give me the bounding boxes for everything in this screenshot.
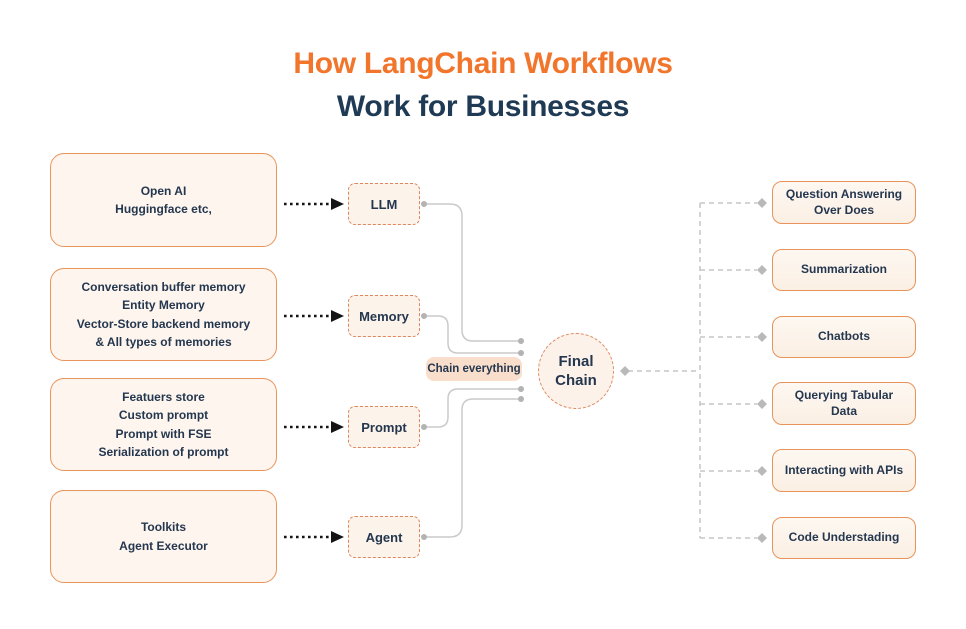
final-chain-text: Final Chain — [555, 353, 597, 389]
source-box-line: Entity Memory — [122, 298, 205, 312]
source-box-prompt: Featuers store Custom prompt Prompt with… — [50, 378, 277, 471]
title-line-navy: Work for Businesses — [336, 90, 630, 123]
final-chain-node: Final Chain — [538, 333, 614, 409]
source-box-line: Open AI — [140, 183, 187, 198]
input-arrows — [284, 202, 330, 539]
usecase-box-question-answering: Question Answering Over Does — [772, 181, 916, 224]
source-box-line: Toolkits — [140, 520, 187, 534]
curve-llm — [424, 203, 521, 342]
input-arrowheads — [331, 198, 344, 543]
source-box-llm: Open AI Huggingface etc, — [50, 153, 277, 247]
chain-everything-text: Chain everything — [427, 363, 521, 375]
usecase-box-interacting-with-apis: Interacting with APIs — [772, 449, 916, 492]
source-box-line: Serialization of prompt — [98, 445, 229, 459]
source-box-line: Agent Executor — [119, 538, 208, 553]
node-prompt: Prompt — [348, 406, 420, 448]
node-agent: Agent — [348, 516, 420, 558]
source-box-line: Featuers store — [122, 389, 205, 404]
source-box-line: Vector-Store backend memory — [76, 316, 251, 331]
usecase-box-summarization: Summarization — [772, 249, 916, 291]
usecase-label: Code Understading — [788, 530, 900, 545]
node-llm: LLM — [348, 183, 420, 225]
chain-everything-label: Chain everything — [426, 357, 522, 381]
usecase-box-chatbots: Chatbots — [772, 316, 916, 358]
source-box-line: Huggingface etc, — [115, 202, 212, 216]
source-box-line: Conversation buffer memory — [81, 279, 246, 294]
node-label: LLM — [370, 196, 398, 212]
title-line-orange: How LangChain Workflows — [293, 47, 673, 80]
source-box-agent: Toolkits Agent Executor — [50, 490, 277, 583]
usecase-label: Chatbots — [818, 329, 870, 344]
usecase-label: Interacting with APIs — [784, 462, 904, 477]
output-tree — [628, 202, 757, 539]
curve-memory — [424, 315, 521, 354]
curve-agent — [424, 398, 521, 538]
page-title: How LangChain Workflows Work for Busines… — [0, 42, 966, 128]
curve-prompt — [424, 388, 521, 428]
usecase-box-querying-tabular-data: Querying Tabular Data — [772, 382, 916, 425]
source-box-line: Custom prompt — [118, 408, 209, 422]
branch-diamonds — [620, 198, 767, 543]
node-label: Memory — [359, 308, 409, 324]
usecase-label: Summarization — [800, 262, 887, 277]
usecase-box-code-understanding: Code Understading — [772, 517, 916, 559]
node-label: Prompt — [361, 419, 407, 435]
node-label: Agent — [365, 529, 403, 545]
source-box-line: & All types of memories — [95, 335, 232, 349]
usecase-label: Querying Tabular Data — [794, 388, 894, 418]
usecase-label: Question Answering Over Does — [785, 187, 903, 217]
node-memory: Memory — [348, 295, 420, 337]
source-box-line: Prompt with FSE — [115, 426, 212, 441]
source-box-memory: Conversation buffer memory Entity Memory… — [50, 268, 277, 361]
